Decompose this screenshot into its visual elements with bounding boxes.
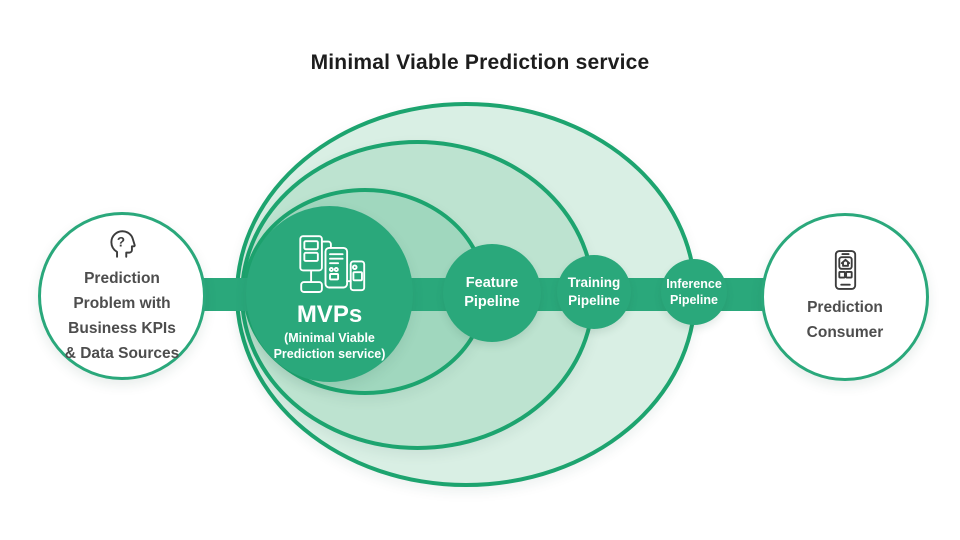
inference-pipeline-label-line: Inference (666, 277, 722, 291)
inference-pipeline-node: Inference Pipeline (661, 259, 727, 325)
feature-pipeline-label-line: Feature (465, 275, 519, 291)
smartphone-home-app-icon (830, 249, 861, 291)
inference-pipeline-label-line: Pipeline (670, 293, 718, 307)
mvps-title: MVPs (296, 301, 363, 328)
problem-label-line: Problem with (73, 295, 171, 312)
problem-label-line: & Data Sources (64, 345, 180, 362)
problem-label-line: Business KPIs (68, 320, 176, 337)
svg-text:?: ? (117, 234, 125, 249)
prediction-consumer-node: Prediction Consumer (761, 213, 929, 381)
mvps-node: MVPs (Minimal Viable Prediction service) (246, 206, 413, 382)
training-pipeline-label-line: Training (567, 275, 621, 290)
feature-pipeline-label-line: Pipeline (464, 294, 520, 310)
mvps-subtitle-line: (Minimal Viable (284, 331, 375, 345)
problem-label-line: Prediction (84, 270, 160, 287)
feature-pipeline-node: Feature Pipeline (443, 244, 541, 342)
training-pipeline-label-line: Pipeline (568, 293, 620, 308)
consumer-label-line: Consumer (806, 324, 884, 341)
prediction-problem-node: ? Prediction Problem with Business KPIs … (38, 212, 206, 380)
training-pipeline-node: Training Pipeline (557, 255, 631, 329)
mvps-subtitle-line: Prediction service) (273, 347, 386, 361)
thinking-head-icon: ? (105, 226, 139, 262)
connected-wireframes-icon (294, 232, 366, 298)
consumer-label-line: Prediction (807, 299, 883, 316)
diagram-title: Minimal Viable Prediction service (310, 51, 650, 74)
